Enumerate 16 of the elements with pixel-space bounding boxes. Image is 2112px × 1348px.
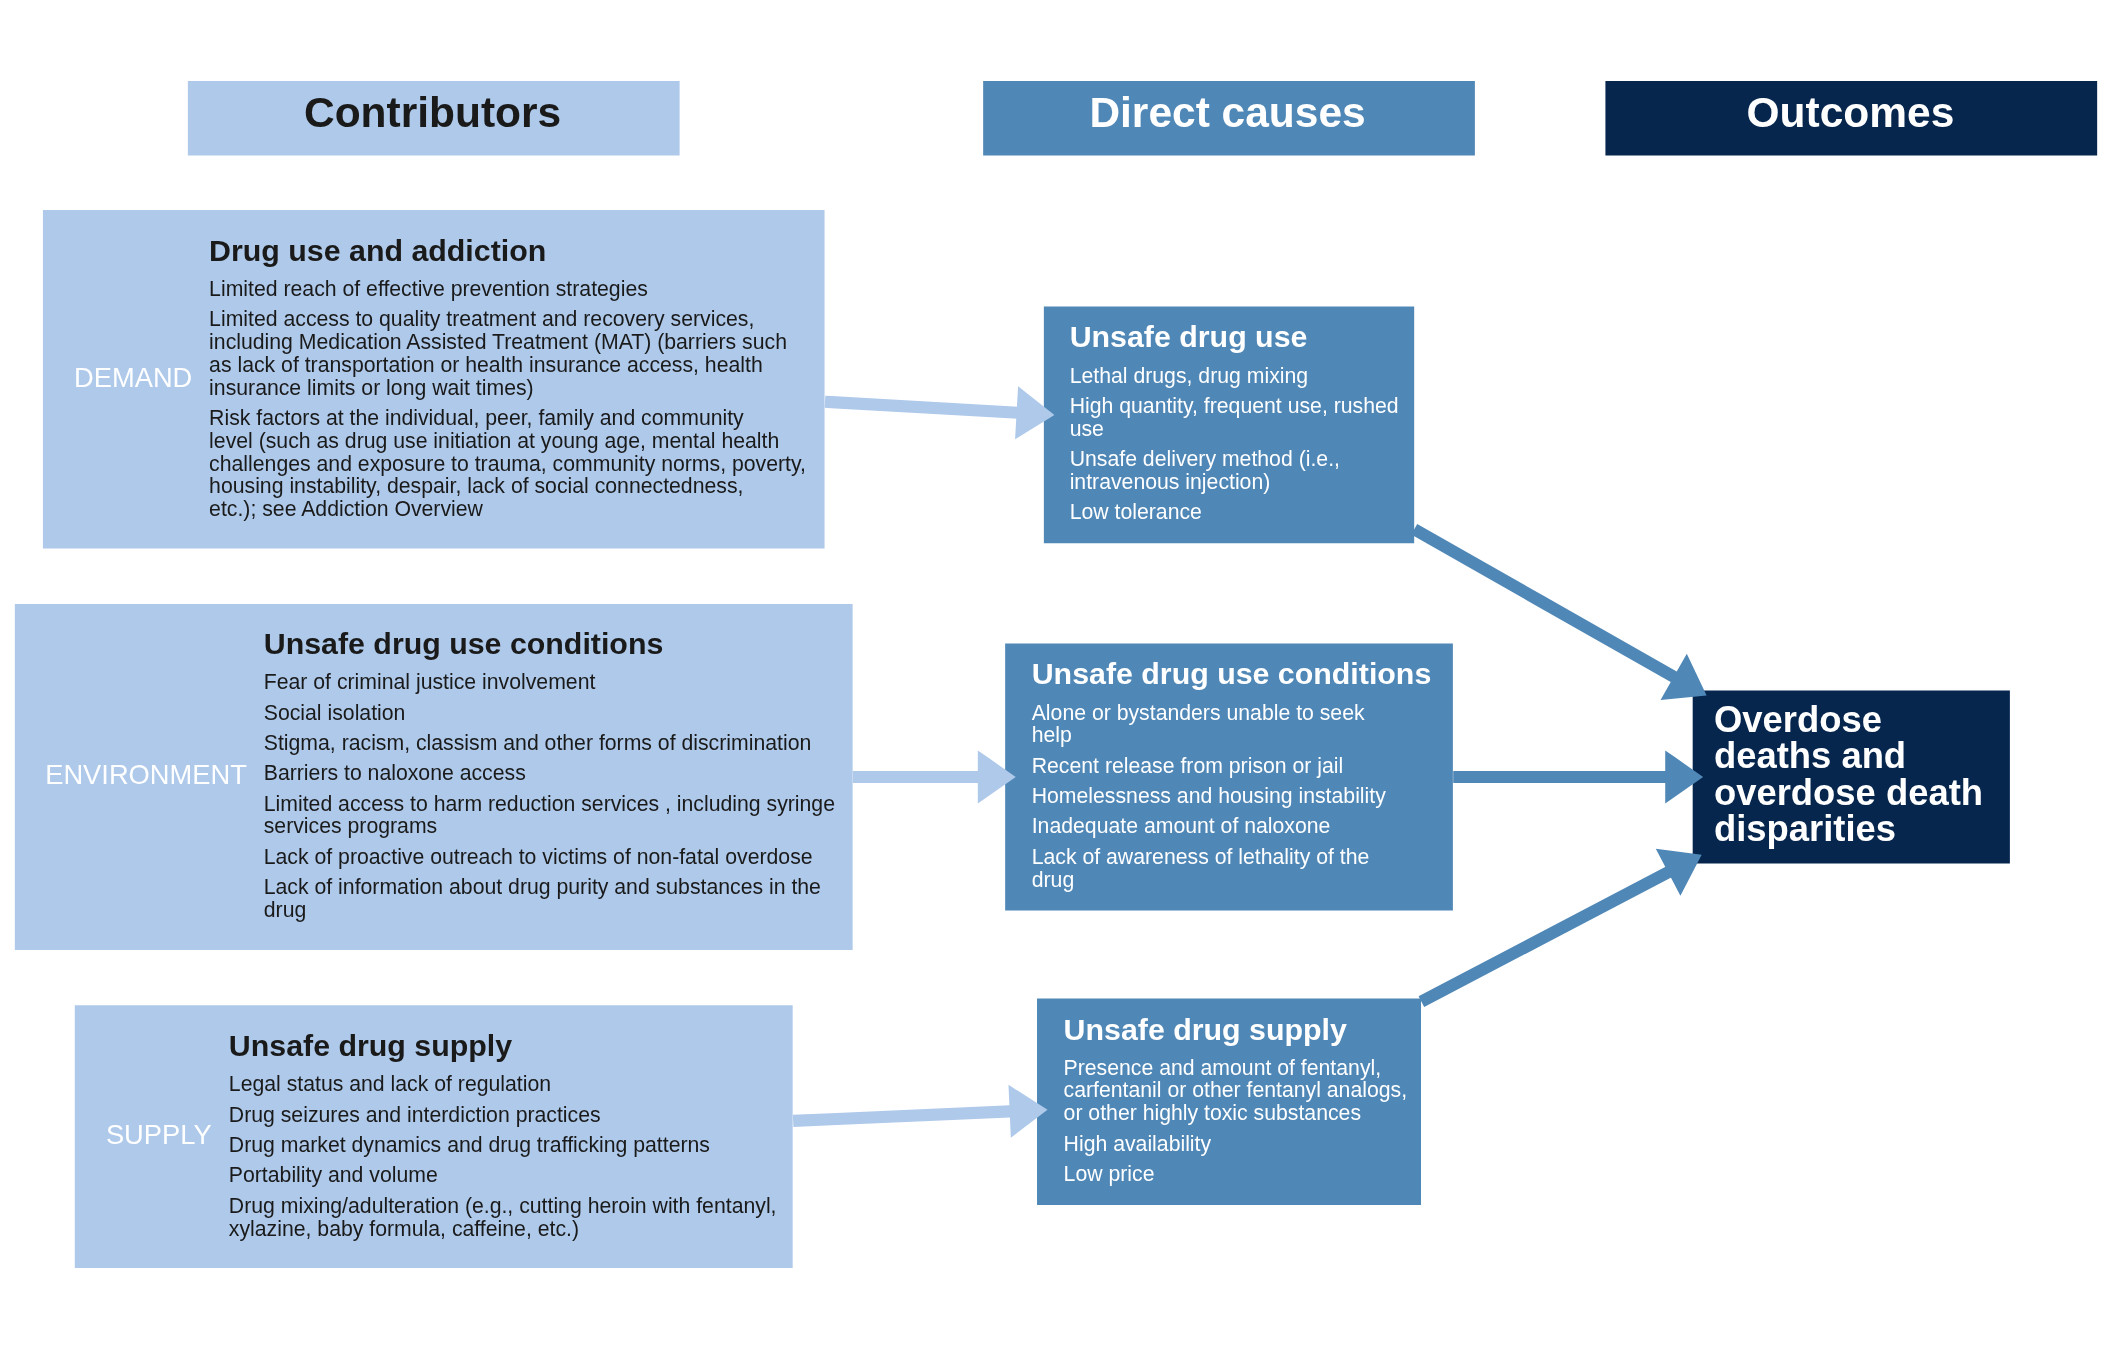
- node-box: Unsafe drug use Lethal drugs, drug mixing High quantity, frequent use, rushed use Unsafe delivery method (i.e., intravenous injection) Low tolerance: [1043, 305, 1415, 543]
- arrow: [824, 385, 1055, 439]
- arrow: [1411, 523, 1707, 700]
- node-box: Unsafe drug supply Presence and amount of fentanyl, carfentanil or other fentanyl analogs, or other highly toxic substances High availability Low price: [1037, 998, 1421, 1205]
- arrow: [1418, 848, 1702, 1007]
- node-box: SUPPLY Unsafe drug supply Legal status and lack of regulation Drug seizures and interdiction practices Drug market dynamics and drug trafficking patterns Portability and volume Drug mixing/adulteration (e.g., cutting heroin with fentanyl, xylazine, baby formula, caffeine, etc.): [74, 1004, 793, 1268]
- arrow: [852, 749, 1016, 803]
- arrow: [792, 1084, 1048, 1138]
- node-box: Overdose deaths and overdose death disparities: [1692, 689, 2010, 863]
- node-box: Direct causes: [983, 80, 1475, 155]
- node-box: DEMAND Drug use and addiction Limited reach of effective prevention strategies Limited access to quality treatment and recovery services, including Medication Assisted Treatment (MAT) (barriers such as lack of transportation or health insurance access, health insurance limits or long wait times) Risk factors at the individual, peer, family and community level (such as drug use initiation at young age, mental health challenges and exposure to trauma, community norms, poverty, housing instability, despair, lack of social connectedness, etc.); see Addiction Overview: [42, 209, 825, 549]
- node-box: ENVIRONMENT Unsafe drug use conditions Fear of criminal justice involvement Social isolation Stigma, racism, classism and other forms of discrimination Barriers to naloxone access Limited access to harm reduction services , including syringe services programs Lack of proactive outreach to victims of non-fatal overdose Lack of information about drug purity and substances in the drug: [14, 603, 853, 950]
- node-box: Outcomes: [1605, 80, 2098, 155]
- arrow: [1453, 749, 1704, 803]
- node-box: Unsafe drug use conditions Alone or bystanders unable to seek help Recent release from prison or jail Homelessness and housing instability Inadequate amount of naloxone Lack of awareness of lethality of the drug: [1005, 642, 1453, 910]
- node-box: Contributors: [187, 80, 680, 155]
